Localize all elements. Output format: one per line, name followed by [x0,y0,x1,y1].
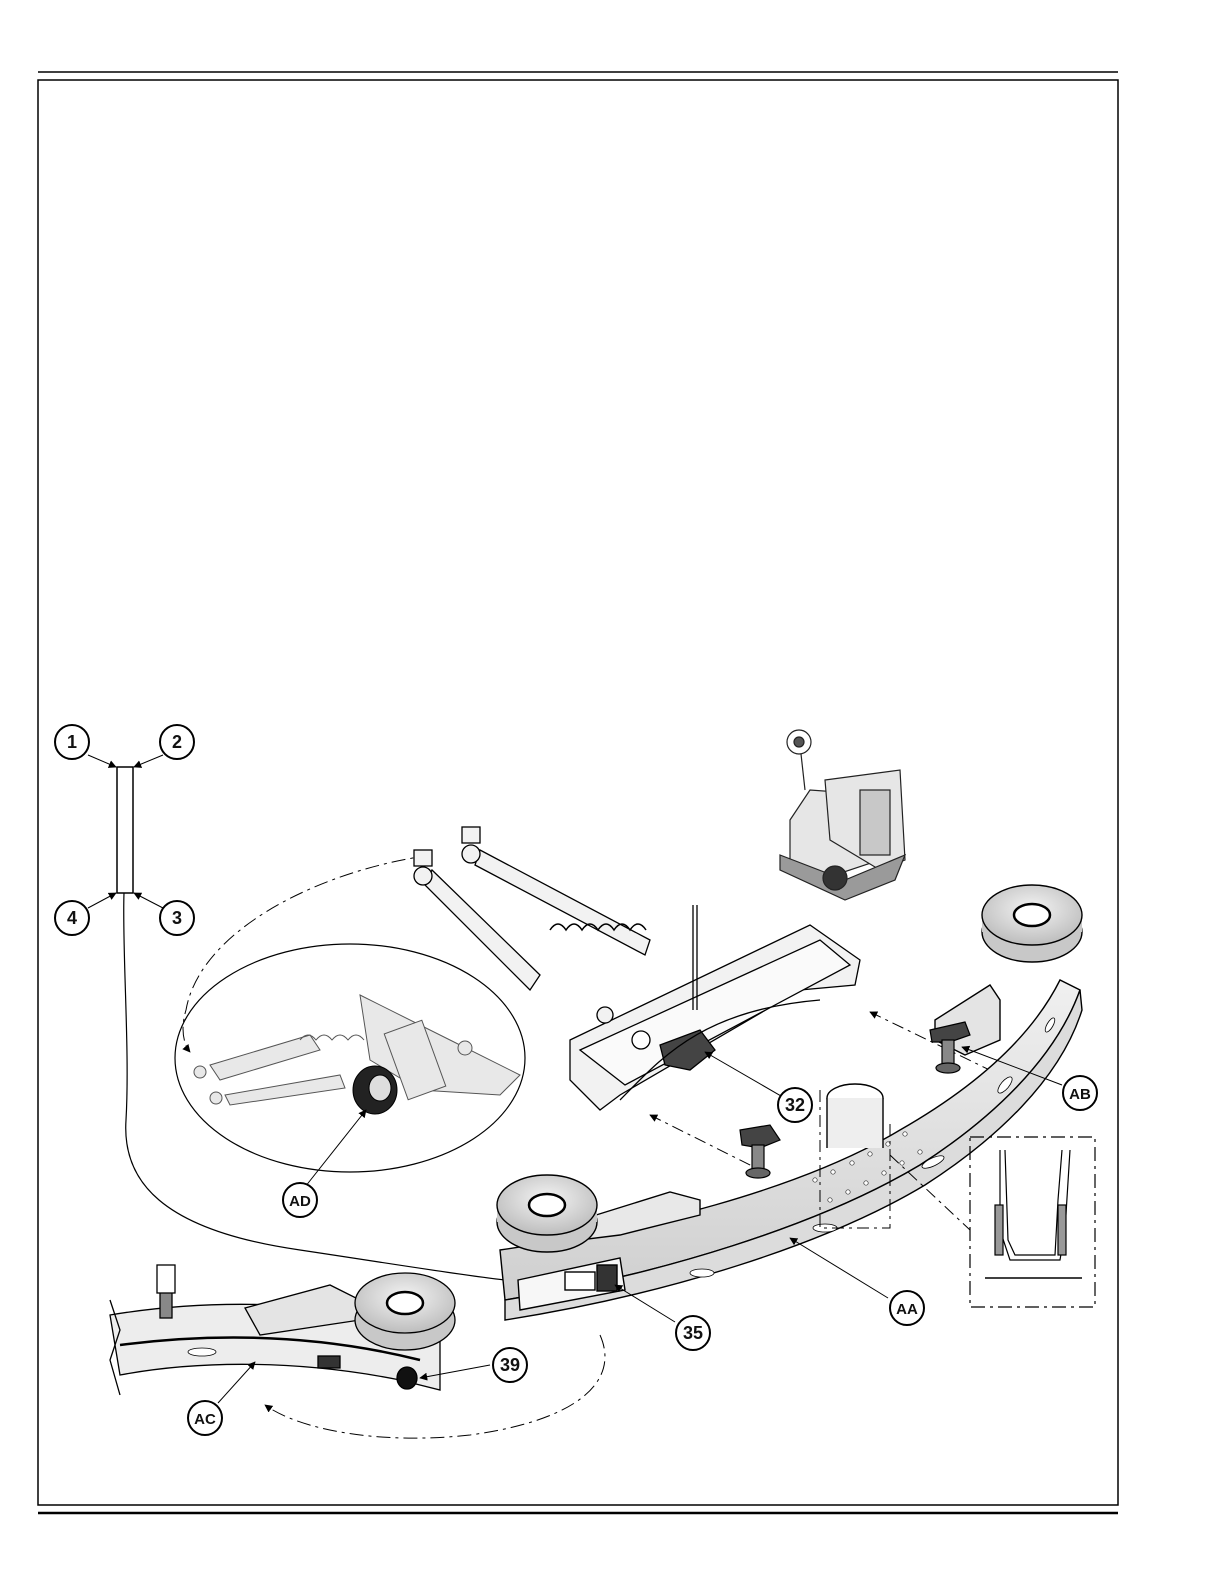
callout-32: 32 [778,1088,812,1122]
squeegee-wheel-right [982,885,1082,962]
linkage-assembly [414,827,1000,1170]
squeegee-wheel-left [497,1175,597,1252]
svg-text:AA: AA [896,1301,918,1318]
callout-2: 2 [160,725,194,759]
callout-AA: AA [890,1291,924,1325]
svg-text:32: 32 [785,1095,805,1115]
svg-text:1: 1 [67,732,77,752]
callout-35: 35 [676,1316,710,1350]
callout-3: 3 [160,901,194,935]
svg-text:39: 39 [500,1355,520,1375]
detail-ellipse-view [175,855,525,1187]
svg-text:AB: AB [1069,1086,1091,1103]
callout-AD: AD [283,1183,317,1217]
svg-text:35: 35 [683,1323,703,1343]
callout-39: 39 [493,1348,527,1382]
svg-text:2: 2 [172,732,182,752]
callout-AC: AC [188,1401,222,1435]
callout-1: 1 [55,725,89,759]
svg-text:AC: AC [194,1411,216,1428]
callout-AB: AB [1063,1076,1097,1110]
callout-4: 4 [55,901,89,935]
svg-text:4: 4 [67,908,77,928]
svg-text:AD: AD [289,1193,311,1210]
machine-thumbnail [780,730,905,900]
svg-text:3: 3 [172,908,182,928]
knob-center [740,1125,780,1178]
